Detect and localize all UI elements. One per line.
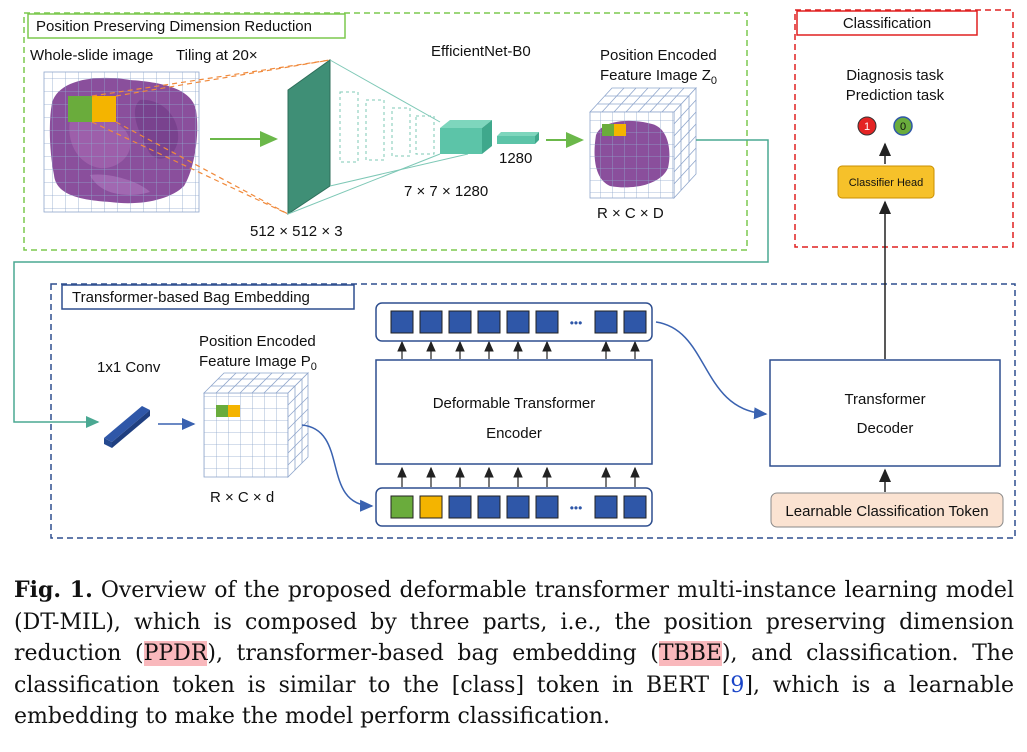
input-tokens <box>390 495 647 519</box>
output-node-0 <box>893 116 913 136</box>
caption-tbbe-link[interactable]: TBBE <box>658 641 722 666</box>
output-node-1 <box>857 116 877 136</box>
input-token <box>506 495 530 519</box>
arrow-p0-to-input-tokens <box>301 424 374 512</box>
caption-text-2: ), transformer-based bag embedding ( <box>207 641 659 666</box>
ppdr-title-box <box>27 13 346 39</box>
tile-projection-lines <box>91 59 331 215</box>
encoded-token <box>535 310 559 334</box>
caption-fig-label: Fig. 1. <box>14 577 93 603</box>
input-token <box>535 495 559 519</box>
z0-label-line1: Position Encoded <box>600 47 717 64</box>
tbbe-frame <box>50 283 1016 539</box>
vector-dims-label: 1280 <box>499 150 532 167</box>
learnable-token-label: Learnable Classification Token <box>785 503 988 520</box>
z0-label-line2: Feature Image Z0 <box>600 67 717 87</box>
tile-dims-label: 512 × 512 × 3 <box>250 223 343 240</box>
task-diagnosis: Diagnosis task <box>846 67 944 84</box>
wsi-label: Whole-slide image <box>30 47 153 64</box>
encoded-token <box>623 310 647 334</box>
input-ellipsis: ••• <box>570 501 583 515</box>
classification-title: Classification <box>843 15 931 32</box>
encoded-token <box>448 310 472 334</box>
encoder-label-line1: Deformable Transformer <box>433 395 596 412</box>
tile-green <box>68 96 92 122</box>
input-to-encoder-arrows <box>397 466 640 487</box>
input-token <box>477 495 501 519</box>
output-node-0-label: 0 <box>900 121 906 133</box>
encoded-ellipsis: ••• <box>570 316 583 330</box>
decoder-label-line2: Decoder <box>857 420 914 437</box>
p0-dims-label: R × C × d <box>210 489 274 506</box>
classification-frame <box>794 9 1014 248</box>
classifier-head <box>837 165 935 199</box>
input-token <box>623 495 647 519</box>
caption-text-3: ), and classification. The classificatio… <box>14 641 1014 698</box>
connector-z0-to-conv <box>13 139 769 428</box>
encoder-to-output-arrows <box>397 340 640 359</box>
classifier-head-label: Classifier Head <box>849 177 924 189</box>
encoder-label-line2: Encoder <box>486 425 542 442</box>
tbbe-title: Transformer-based Bag Embedding <box>72 289 310 306</box>
tiling-label: Tiling at 20× <box>176 47 258 64</box>
ppdr-frame <box>23 12 748 251</box>
feature-map-block <box>440 120 492 154</box>
conv-label: 1x1 Conv <box>97 359 161 376</box>
feature-image-p0 <box>203 372 309 478</box>
z0-dims-label: R × C × D <box>597 205 664 222</box>
caption-text-4: ], which is a learnable embedding to mak… <box>14 672 1014 730</box>
encoded-token <box>390 310 414 334</box>
tbbe-title-box <box>61 284 355 310</box>
input-tile-block <box>287 59 331 215</box>
encoded-token <box>477 310 501 334</box>
encoded-token <box>419 310 443 334</box>
feature-image-z0 <box>589 86 697 200</box>
encoded-token <box>594 310 618 334</box>
encoded-tokens <box>390 310 647 334</box>
input-token-green <box>390 495 414 519</box>
caption-ppdr-link[interactable]: PPDR <box>143 641 208 666</box>
deformable-transformer-encoder <box>375 359 653 465</box>
input-token <box>448 495 472 519</box>
tile-yellow <box>92 96 116 122</box>
effnet-label: EfficientNet-B0 <box>431 43 531 60</box>
task-prediction: Prediction task <box>846 87 945 104</box>
input-token <box>594 495 618 519</box>
conv-block <box>104 406 150 448</box>
p0-label-line2: Feature Image P0 <box>199 353 317 373</box>
architecture-diagram: Position Preserving Dimension Reduction … <box>13 9 1016 539</box>
arrow-encoder-to-decoder <box>655 321 768 420</box>
whole-slide-image <box>43 71 200 213</box>
transformer-decoder <box>769 359 1001 467</box>
cnn-funnel-lines <box>287 59 469 215</box>
caption-text-1: Overview of the proposed deformable tran… <box>14 578 1014 666</box>
decoder-label-line1: Transformer <box>844 391 925 408</box>
output-node-1-label: 1 <box>864 121 870 133</box>
feature-vector-block <box>497 132 539 144</box>
ppdr-title: Position Preserving Dimension Reduction <box>36 18 312 35</box>
p0-label-line1: Position Encoded <box>199 333 316 350</box>
learnable-classification-token <box>770 492 1004 528</box>
caption-reference-link[interactable]: 9 <box>730 672 745 698</box>
input-token-yellow <box>419 495 443 519</box>
encoded-token <box>506 310 530 334</box>
feature-dims-label: 7 × 7 × 1280 <box>404 183 488 200</box>
figure-caption: Fig. 1. Overview of the proposed deforma… <box>14 575 1014 733</box>
classification-title-box <box>796 10 978 36</box>
cnn-intermediate-blocks <box>339 91 435 163</box>
